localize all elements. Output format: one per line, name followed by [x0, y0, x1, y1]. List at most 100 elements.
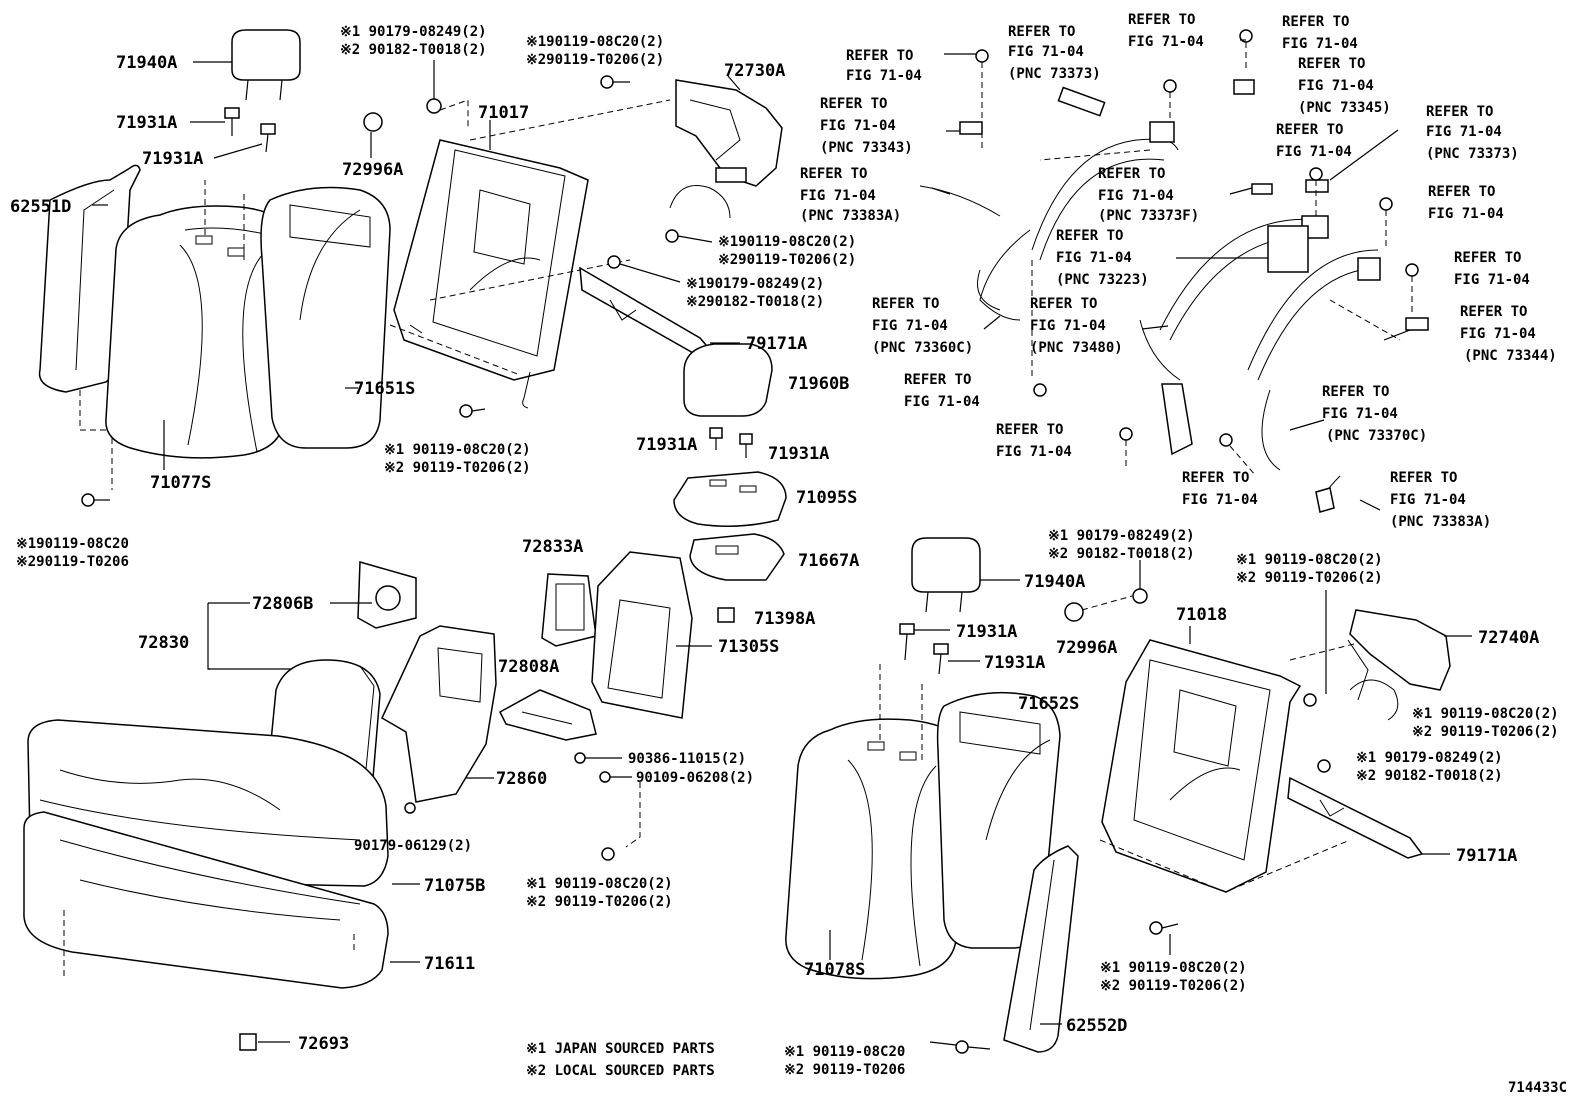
- ref-10c: (PNC 73373F): [1098, 208, 1199, 224]
- ref-16b: FIG 71-04: [1460, 326, 1536, 342]
- ref-10b: FIG 71-04: [1098, 188, 1174, 204]
- ref-12b: FIG 71-04: [1056, 250, 1132, 266]
- fastener-f7: 90386-11015(2): [628, 751, 746, 767]
- label-71931A-4: 71931A: [768, 444, 829, 464]
- ref-16a: REFER TO: [1460, 304, 1527, 320]
- label-71075B: 71075B: [424, 876, 485, 896]
- fastener-f2a: ※190119-08C20(2): [526, 34, 664, 50]
- bolt-f15-drawing: [1149, 921, 1179, 935]
- fastener-f12a: ※1 90119-08C20(2): [1236, 552, 1383, 568]
- bolt-f8-drawing: [599, 771, 632, 783]
- label-71398A: 71398A: [754, 609, 815, 629]
- headrest-71940A-drawing: [231, 29, 301, 101]
- armrest-lid-71095S-drawing: [673, 471, 787, 527]
- fastener-f11a: ※1 90179-08249(2): [1048, 528, 1195, 544]
- label-71611: 71611: [424, 954, 475, 974]
- recliner-72740A-drawing: [1347, 609, 1451, 721]
- guide-71931A-right-drawing: [899, 623, 949, 675]
- side-panel-62552D-drawing: [1003, 845, 1079, 1053]
- ref-18b: FIG 71-04: [1322, 406, 1398, 422]
- cover-72860-drawing: [381, 625, 497, 803]
- ref-11a: REFER TO: [1428, 184, 1495, 200]
- label-71940A: 71940A: [116, 53, 177, 73]
- seatback-cover-71077S-drawing: [105, 205, 287, 459]
- fastener-f3b: ※290119-T0206(2): [718, 252, 856, 268]
- headrest-71940A-right-drawing: [911, 537, 981, 613]
- ref-20a: REFER TO: [1182, 470, 1249, 486]
- label-71077S: 71077S: [150, 473, 211, 493]
- label-72808A: 72808A: [498, 657, 559, 677]
- seatback-frame-71018-drawing: [1101, 639, 1302, 893]
- ref-2a: REFER TO: [1008, 24, 1075, 40]
- motor-72806B-drawing: [357, 561, 417, 629]
- ref-15b: FIG 71-04: [1030, 318, 1106, 334]
- ref-18c: (PNC 73370C): [1326, 428, 1427, 444]
- label-72806B: 72806B: [252, 594, 313, 614]
- ref-5a: REFER TO: [1298, 56, 1365, 72]
- ref-21b: FIG 71-04: [1390, 492, 1466, 508]
- fastener-f15a: ※1 90119-08C20(2): [1100, 960, 1247, 976]
- ref-9a: REFER TO: [800, 166, 867, 182]
- ref-8a: REFER TO: [1276, 122, 1343, 138]
- label-79171A: 79171A: [746, 334, 807, 354]
- ref-1b: FIG 71-04: [846, 68, 922, 84]
- armrest-71960B-drawing: [683, 343, 773, 417]
- label-62552D: 62552D: [1066, 1016, 1127, 1036]
- nut-f1-drawing: [426, 98, 442, 114]
- ref-21a: REFER TO: [1390, 470, 1457, 486]
- fastener-f9: 90179-06129(2): [354, 838, 472, 854]
- bolt-f3-drawing: [665, 229, 713, 243]
- ref-8b: FIG 71-04: [1276, 144, 1352, 160]
- bolt-f7-drawing: [574, 752, 622, 764]
- bracket-79171A-right-drawing: [1287, 776, 1424, 859]
- fastener-f16b: ※2 90119-T0206: [784, 1062, 905, 1078]
- fastener-f14b: ※2 90182-T0018(2): [1356, 768, 1503, 784]
- label-71931A-5: 71931A: [956, 622, 1017, 642]
- fastener-f10b: ※2 90119-T0206(2): [526, 894, 673, 910]
- label-72730A: 72730A: [724, 61, 785, 81]
- seatback-cover-71078S-drawing: [785, 718, 967, 980]
- diagram-id: 714433C: [1508, 1080, 1567, 1096]
- ref-3a: REFER TO: [1128, 12, 1195, 28]
- ref-9b: FIG 71-04: [800, 188, 876, 204]
- nut-f4-drawing: [607, 255, 621, 269]
- clip-72693-drawing: [239, 1033, 257, 1051]
- label-71931A-6: 71931A: [984, 653, 1045, 673]
- bolt-f2-drawing: [600, 75, 630, 89]
- ref-6a: REFER TO: [820, 96, 887, 112]
- label-71652S: 71652S: [1018, 694, 1079, 714]
- ref-13b: FIG 71-04: [1454, 272, 1530, 288]
- ref-17a: REFER TO: [904, 372, 971, 388]
- ref-10a: REFER TO: [1098, 166, 1165, 182]
- cap-72996A-right-drawing: [1064, 602, 1084, 622]
- ref-7c: (PNC 73373): [1426, 146, 1519, 162]
- ref-16c: (PNC 73344): [1464, 348, 1557, 364]
- fastener-f10a: ※1 90119-08C20(2): [526, 876, 673, 892]
- label-79171A-right: 79171A: [1456, 846, 1517, 866]
- fastener-f16a: ※1 90119-08C20: [784, 1044, 905, 1060]
- ref-4a: REFER TO: [1282, 14, 1349, 30]
- fastener-f11b: ※2 90182-T0018(2): [1048, 546, 1195, 562]
- ref-14b: FIG 71-04: [872, 318, 948, 334]
- fastener-f5a: ※1 90119-08C20(2): [384, 442, 531, 458]
- ref-19a: REFER TO: [996, 422, 1063, 438]
- fastener-f6b: ※290119-T0206: [16, 554, 129, 570]
- fastener-f6a: ※190119-08C20: [16, 536, 129, 552]
- seatbelt-assemblies-drawing: [919, 79, 1429, 513]
- frame-71305S-drawing: [591, 551, 693, 719]
- ref-12c: (PNC 73223): [1056, 272, 1149, 288]
- fastener-f4a: ※190179-08249(2): [686, 276, 824, 292]
- fastener-f15b: ※2 90119-T0206(2): [1100, 978, 1247, 994]
- ref-5b: FIG 71-04: [1298, 78, 1374, 94]
- bolt-f12-drawing: [1303, 693, 1317, 707]
- ref-14a: REFER TO: [872, 296, 939, 312]
- recliner-72730A-drawing: [669, 79, 783, 219]
- label-72996A-right: 72996A: [1056, 638, 1117, 658]
- ref-1a: REFER TO: [846, 48, 913, 64]
- label-72833A: 72833A: [522, 537, 583, 557]
- ref-14c: (PNC 73360C): [872, 340, 973, 356]
- ref-6b: FIG 71-04: [820, 118, 896, 134]
- ref-3b: FIG 71-04: [1128, 34, 1204, 50]
- seatback-frame-71017-drawing: [393, 139, 589, 409]
- ref-5c: (PNC 73345): [1298, 100, 1391, 116]
